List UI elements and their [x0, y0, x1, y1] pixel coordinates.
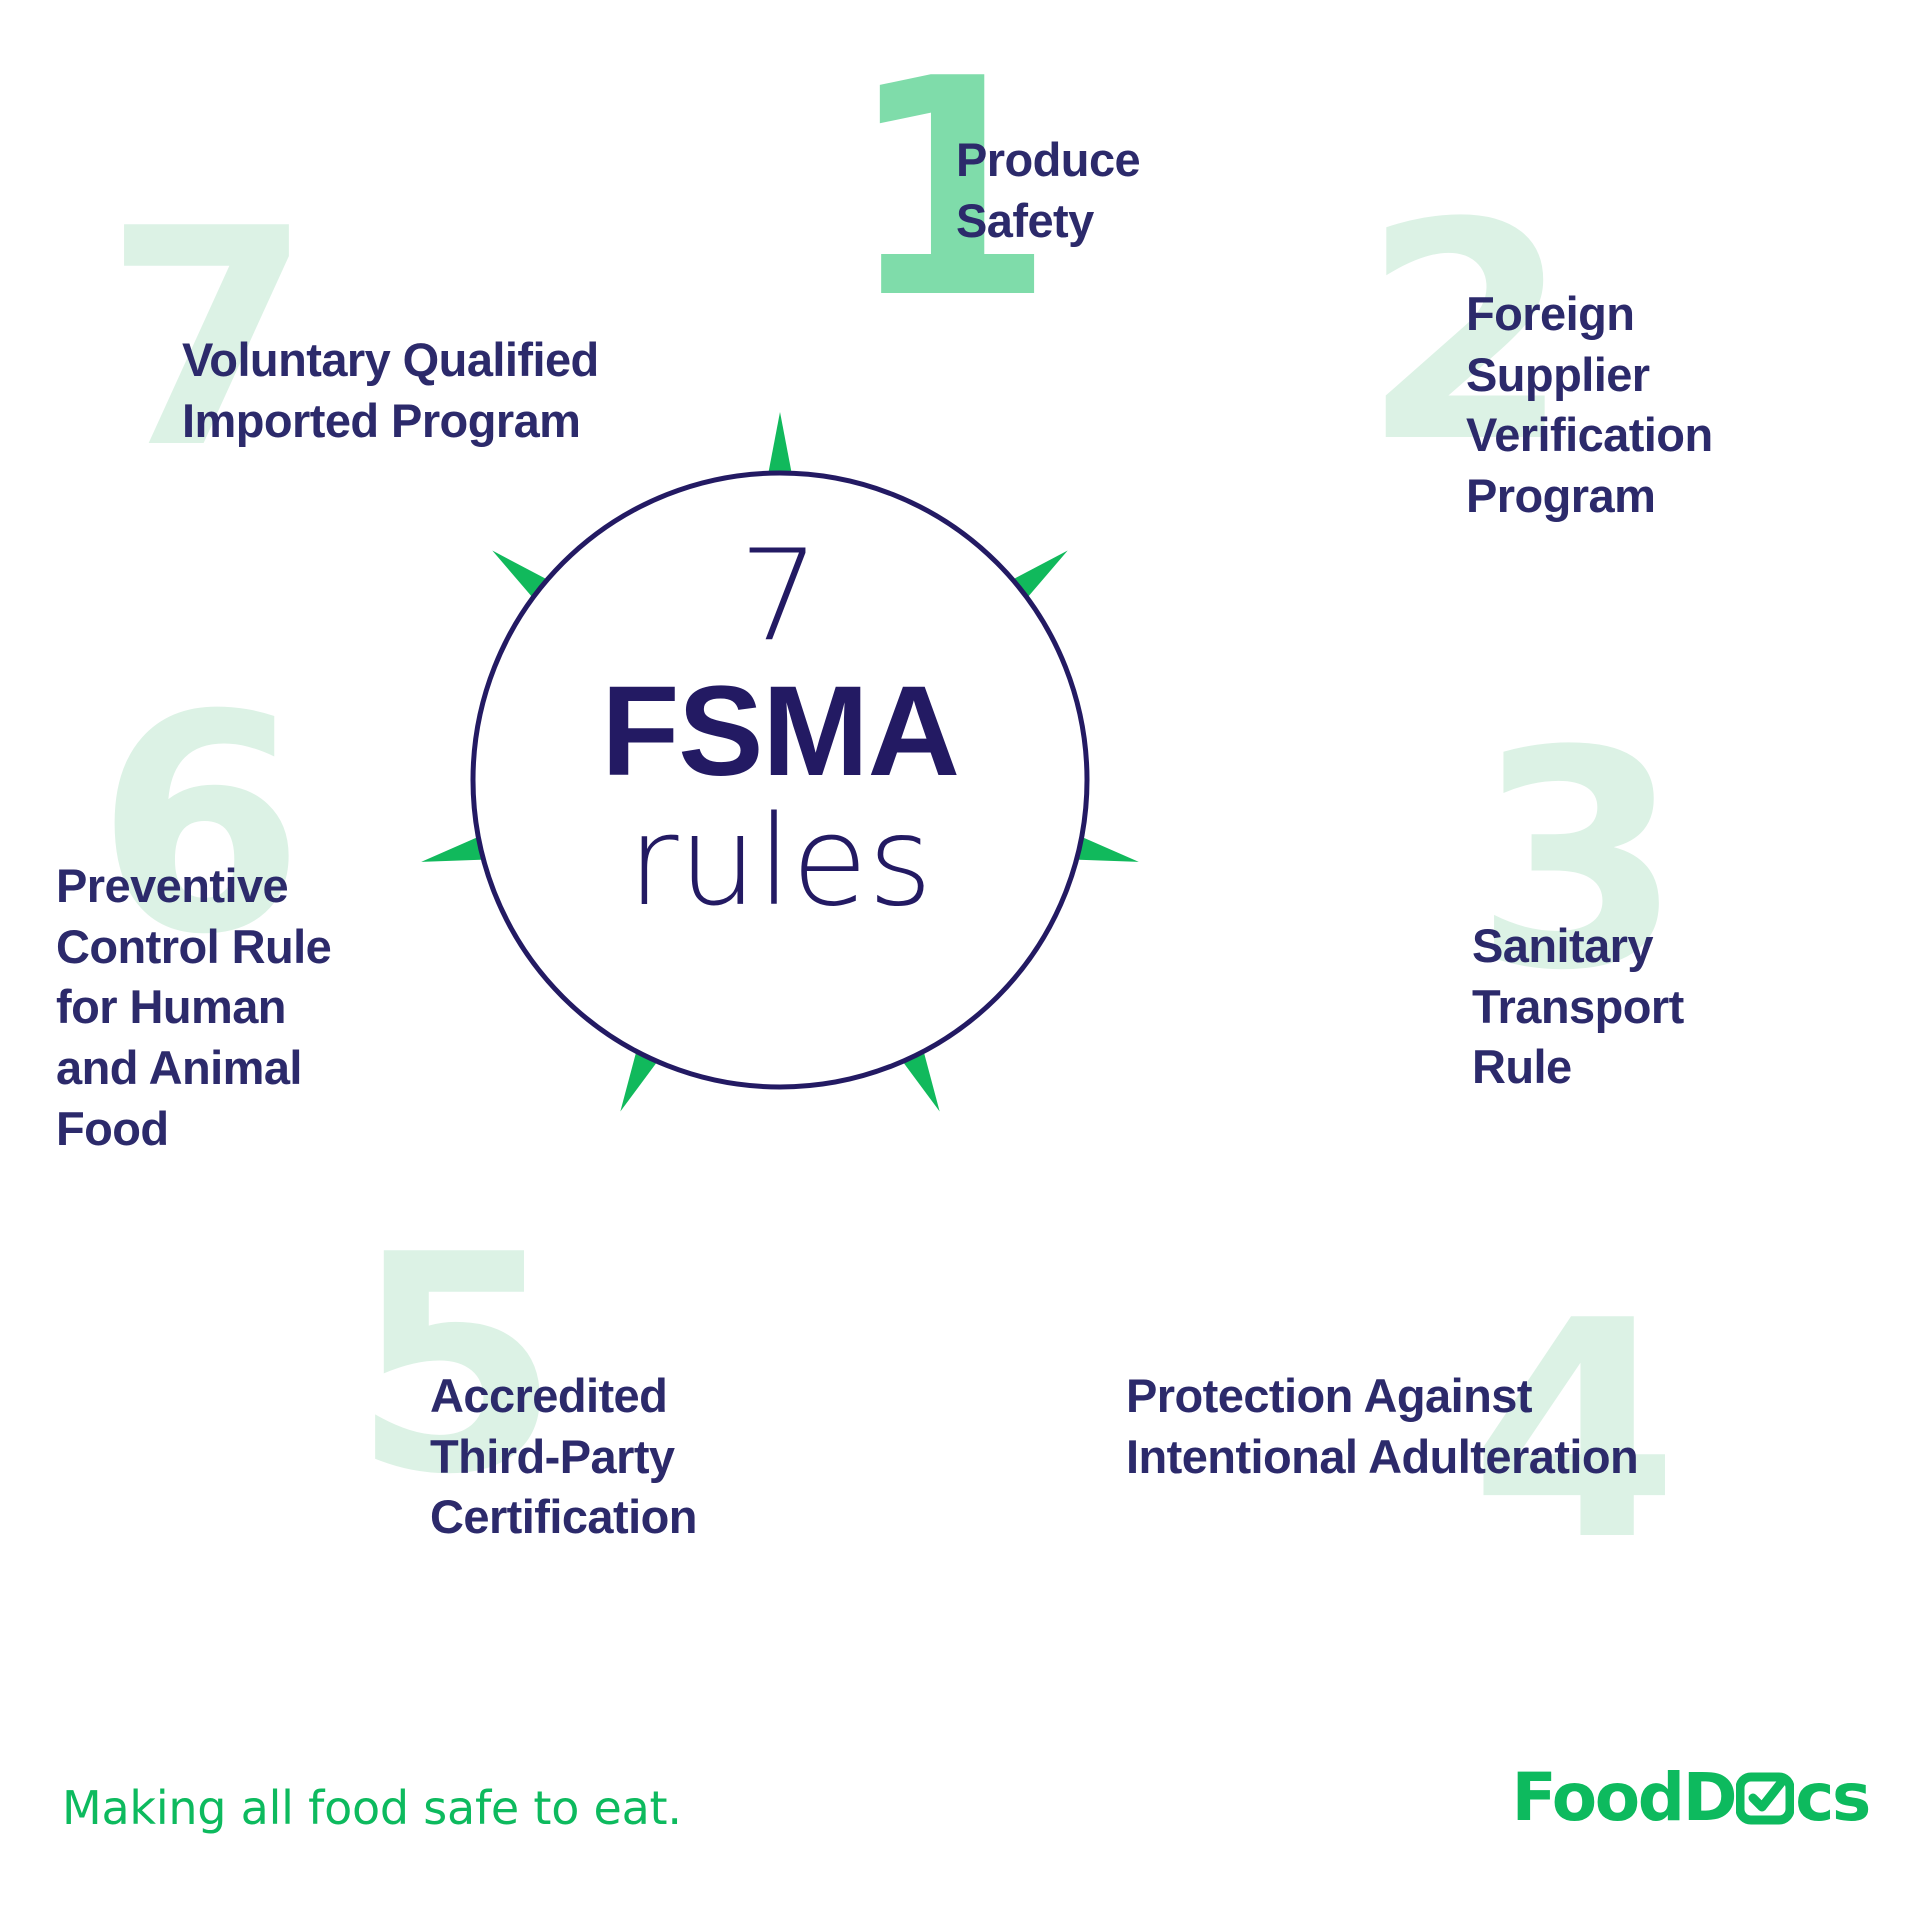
ghost-number-3: 3: [1474, 687, 1683, 1036]
rule-label-6: Preventive Control Rule for Human and An…: [56, 859, 332, 1155]
ghost-number-4: 4: [1470, 1257, 1679, 1606]
rule-label-2: Foreign Supplier Verification Program: [1466, 287, 1713, 522]
logo-text-part1: FoodD: [1511, 1759, 1738, 1836]
rule-label-5: Accredited Third-Party Certification: [430, 1369, 697, 1544]
rule-label-3: Sanitary Transport Rule: [1472, 919, 1684, 1094]
check-square-icon: [1735, 1767, 1795, 1830]
logo-text-part2: cs: [1795, 1759, 1871, 1836]
tagline: Making all food safe to eat.: [62, 1781, 682, 1835]
rule-label-4: Protection Against Intentional Adulterat…: [1126, 1369, 1639, 1483]
sunburst-diagram: [380, 380, 1180, 1180]
rule-label-1: Produce Safety: [956, 133, 1141, 247]
footer: Making all food safe to eat. FoodD cs: [0, 1721, 1921, 1921]
rule-label-7: Voluntary Qualified Imported Program: [182, 333, 599, 447]
center-circle: [470, 470, 1090, 1090]
ghost-number-6: 6: [96, 651, 305, 1000]
ghost-number-5: 5: [352, 1191, 561, 1540]
ghost-number-1: 1: [846, 15, 1055, 364]
ghost-number-7: 7: [104, 165, 313, 514]
ghost-number-2: 2: [1362, 159, 1571, 508]
fooddocs-logo[interactable]: FoodD cs: [1511, 1759, 1872, 1836]
